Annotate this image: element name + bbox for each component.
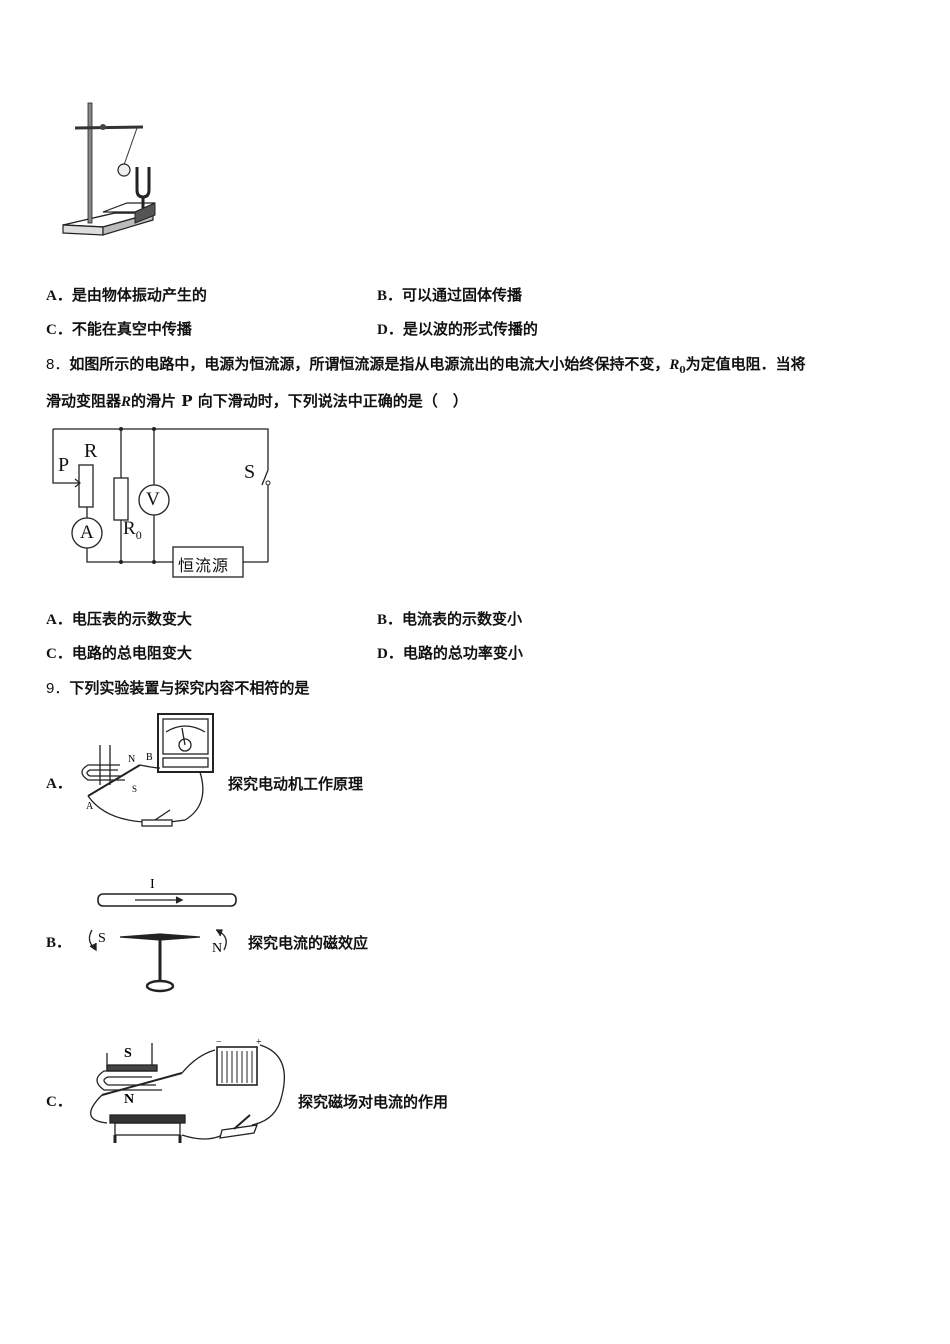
circuit-drawing [52,427,271,578]
label-p: P [58,454,70,476]
q9-item-c-label[interactable]: C． [46,1094,72,1110]
q7-option-a[interactable]: A．是由物体振动产生的 [46,285,207,306]
q9-item-a-caption: 探究电动机工作原理 [228,775,364,793]
option-label: D． [377,322,403,338]
voltmeter-label: V [146,489,160,510]
q9-item-b-label[interactable]: B． [46,935,72,951]
stem-text: 的滑片 P 向下滑动时，下列说法中正确的是（ ） [131,392,468,410]
battery-plus-label: + [256,1037,262,1048]
option-text: 电压表的示数变大 [71,610,192,628]
label-r0: R0 [123,518,142,543]
motor-principle-figure: N B S A [70,710,220,835]
option-label: D． [377,646,403,662]
option-label: B． [377,288,403,304]
tuning-fork-figure [55,95,165,250]
compass-n-label: N [212,941,222,956]
wire-compass-drawing: I S N [88,877,237,993]
r0-sub: 0 [135,527,142,542]
magnet-s-label: S [132,784,137,794]
option-label: A． [46,288,72,304]
r-symbol: R [121,394,132,410]
q9-stem: 9．下列实验装置与探究内容不相符的是 [46,678,309,699]
q8-option-a[interactable]: A．电压表的示数变大 [46,609,192,630]
constant-current-source-label: 恒流源 [178,556,230,575]
q7-option-d[interactable]: D．是以波的形式传播的 [377,319,538,340]
question-number: 9． [46,680,70,697]
q8-option-d[interactable]: D．电路的总功率变小 [377,643,523,664]
galvanometer-magnet-drawing: N B S A [81,713,214,827]
stem-text: 为定值电阻．当将 [685,355,806,373]
q8-stem-line1: 8．如图所示的电路中，电源为恒流源，所谓恒流源是指从电源流出的电流大小始终保持不… [46,354,806,381]
option-text: 不能在真空中传播 [71,320,192,338]
option-text: 电流表的示数变小 [402,610,523,628]
magnetic-force-figure: S N − + [82,1035,297,1150]
conductor-a-label: A [86,801,94,812]
option-label: C． [46,646,72,662]
q7-option-c[interactable]: C．不能在真空中传播 [46,319,192,340]
option-label: A． [46,612,72,628]
magnet-n-label: N [128,754,135,765]
oersted-experiment-figure: I S N [80,870,245,1000]
magnet-s-label: S [124,1046,132,1061]
option-text: 电路的总电阻变大 [71,644,192,662]
conductor-b-label: B [146,752,153,763]
circuit-diagram: P R A V R0 S 恒流源 [50,425,275,585]
option-label: C． [46,322,72,338]
label-switch: S [244,461,256,483]
option-text: 电路的总功率变小 [402,644,523,662]
r0-letter: R [123,518,136,539]
stem-text: 如图所示的电路中，电源为恒流源，所谓恒流源是指从电源流出的电流大小始终保持不变， [69,355,670,373]
q9-item-c-caption: 探究磁场对电流的作用 [298,1093,449,1111]
tuning-fork-drawing [62,102,156,236]
q9-item-b-caption: 探究电流的磁效应 [248,934,369,952]
r0-symbol: R [669,357,680,373]
q7-option-b[interactable]: B．可以通过固体传播 [377,285,522,306]
q8-option-c[interactable]: C．电路的总电阻变大 [46,643,192,664]
battery-minus-label: − [216,1037,222,1048]
q8-option-b[interactable]: B．电流表的示数变小 [377,609,522,630]
magnet-battery-drawing: S N − + [90,1037,286,1143]
label-r: R [84,440,98,462]
option-text: 可以通过固体传播 [402,286,523,304]
magnet-n-label: N [124,1092,134,1107]
current-i-label: I [150,877,155,892]
option-label: B． [377,612,403,628]
q9-item-a-label[interactable]: A． [46,776,72,792]
option-text: 是由物体振动产生的 [71,286,207,304]
q8-stem-line2: 滑动变阻器R的滑片 P 向下滑动时，下列说法中正确的是（ ） [46,391,468,412]
stem-text: 滑动变阻器 [46,392,122,410]
stem-text: 下列实验装置与探究内容不相符的是 [69,679,310,697]
ammeter-label: A [80,522,94,543]
option-text: 是以波的形式传播的 [402,320,538,338]
question-number: 8． [46,356,70,373]
r0-subscript: 0 [679,366,686,376]
compass-s-label: S [98,931,106,946]
